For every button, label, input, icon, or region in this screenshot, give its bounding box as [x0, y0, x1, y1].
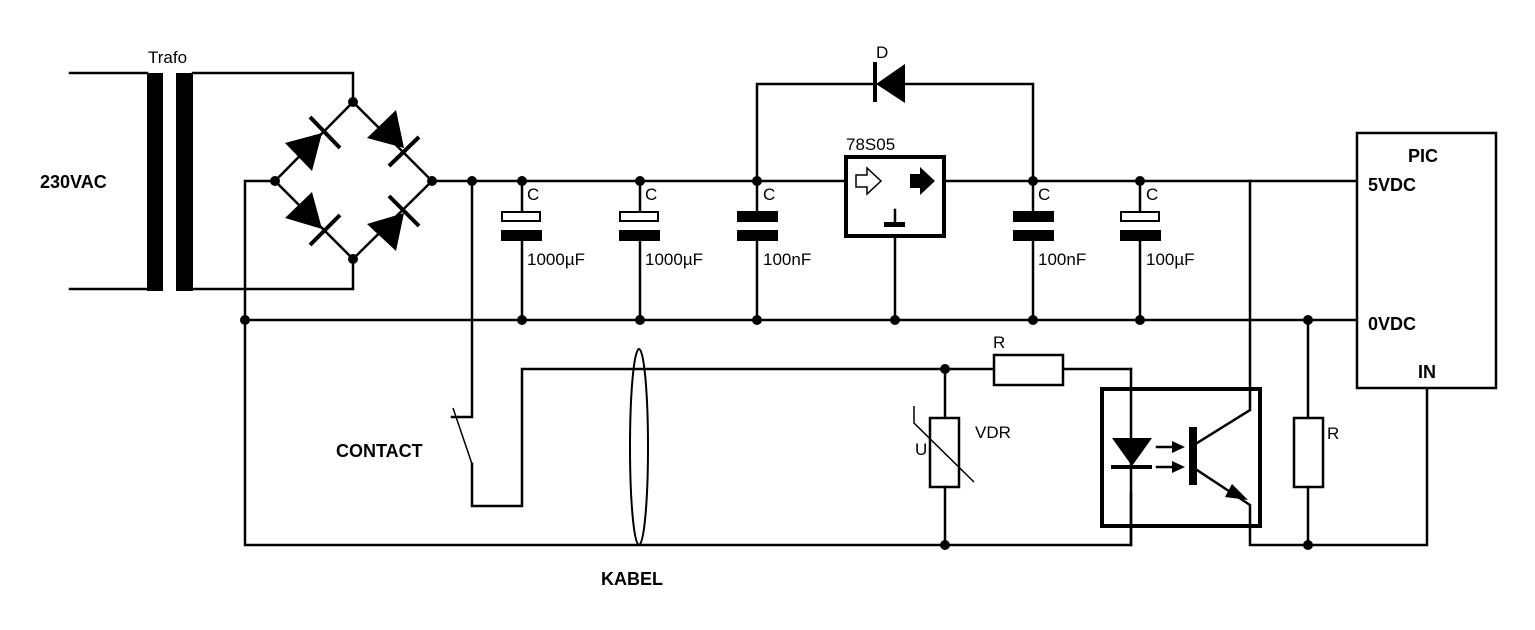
phototransistor-emitter-arrow-icon	[1225, 484, 1248, 500]
cable-label: KABEL	[601, 569, 663, 589]
protection-diode: D	[755, 43, 1035, 183]
capacitor-4: C 100nF	[1013, 176, 1086, 325]
capacitor-4-value: 100nF	[1038, 250, 1086, 269]
bridge-diode-3	[285, 192, 342, 247]
pin-in-label: IN	[1418, 362, 1436, 382]
capacitor-2-name: C	[645, 185, 657, 204]
mains-label: 230VAC	[40, 172, 107, 192]
regulator-output-arrow-icon	[910, 167, 935, 195]
light-arrows-icon	[1155, 441, 1185, 473]
transformer-secondary-core	[176, 73, 193, 291]
diode-label: D	[876, 43, 888, 62]
bridge-diode-4	[367, 194, 421, 251]
capacitor-4-name: C	[1038, 185, 1050, 204]
pin-0vdc-label: 0VDC	[1368, 314, 1416, 334]
capacitor-3-name: C	[763, 185, 775, 204]
capacitor-5-value: 100µF	[1146, 250, 1195, 269]
phototransistor-base-icon	[1189, 427, 1197, 485]
optocoupler	[1100, 179, 1429, 547]
pic-microcontroller: PIC 5VDC 0VDC IN	[1355, 131, 1498, 390]
vdr-u-label: U	[915, 440, 927, 459]
series-resistor-label: R	[993, 333, 1005, 352]
bridge-diode-1	[285, 115, 342, 171]
contact-switch: CONTACT	[336, 179, 1133, 508]
diode-d-icon	[876, 64, 905, 103]
regulator-label: 78S05	[846, 135, 895, 154]
secondary-wire-top	[191, 71, 355, 104]
contact-switch-lever	[452, 407, 473, 465]
pulldown-resistor-label: R	[1327, 424, 1339, 443]
vdr-label: VDR	[975, 423, 1011, 442]
contact-label: CONTACT	[336, 441, 423, 461]
bridge-diode-2	[367, 110, 421, 168]
varistor-slash-icon	[913, 406, 975, 483]
voltage-regulator: 78S05	[844, 135, 946, 325]
capacitor-1-name: C	[527, 185, 539, 204]
capacitor-5: C 100µF	[1120, 176, 1195, 325]
pin-5vdc-label: 5VDC	[1368, 175, 1416, 195]
capacitor-3-value: 100nF	[763, 250, 811, 269]
capacitor-2: C 1000µF	[619, 176, 703, 325]
cable-bundle-icon	[629, 348, 649, 546]
regulator-input-arrow-icon	[855, 166, 883, 196]
capacitor-1-value: 1000µF	[527, 250, 585, 269]
capacitor-5-name: C	[1146, 185, 1158, 204]
pic-label: PIC	[1408, 146, 1438, 166]
bridge-rectifier	[270, 97, 437, 264]
series-resistor: R	[940, 333, 1065, 387]
ground-rail	[240, 179, 1358, 547]
varistor: U VDR	[913, 367, 1011, 550]
capacitor-2-value: 1000µF	[645, 250, 703, 269]
transformer: Trafo	[68, 48, 355, 291]
led-icon	[1112, 438, 1152, 466]
transformer-label: Trafo	[148, 48, 187, 67]
secondary-wire-bottom	[191, 257, 355, 291]
regulator-ground-icon	[884, 222, 905, 227]
cable: KABEL	[601, 348, 663, 589]
transformer-primary-core	[147, 73, 163, 291]
pulldown-resistor: R	[1292, 315, 1339, 550]
capacitor-3: C 100nF	[737, 176, 811, 325]
capacitor-1: C 1000µF	[501, 176, 585, 325]
